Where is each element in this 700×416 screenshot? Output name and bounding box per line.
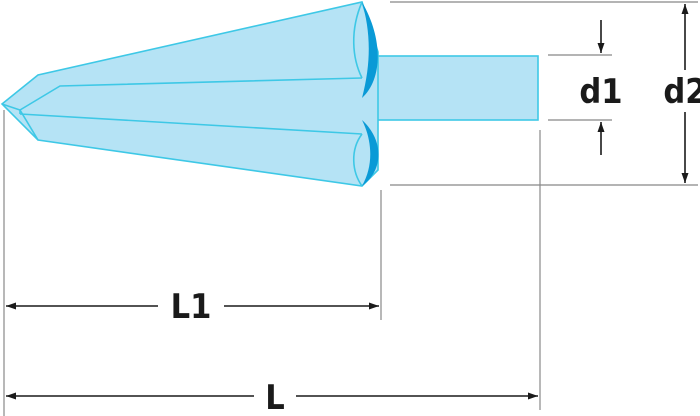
drill-flute-lines <box>1 1 363 187</box>
d1-label: d1 <box>579 72 622 112</box>
d2-label: d2 <box>663 72 700 112</box>
drill-shank <box>371 55 539 121</box>
drill-cone-body <box>0 1 379 187</box>
d2-label-bg <box>662 70 700 112</box>
L-label: L <box>265 378 285 416</box>
drill-flute-shading <box>362 2 379 186</box>
L1-label: L1 <box>171 287 212 327</box>
flute-crescent-top <box>362 2 378 98</box>
flute-crescent-bottom <box>362 120 379 186</box>
extension-lines <box>3 1 698 416</box>
